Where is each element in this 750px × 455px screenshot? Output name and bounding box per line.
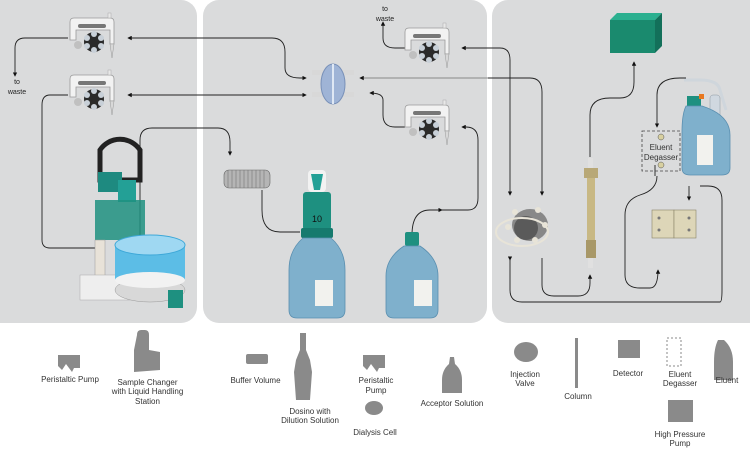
legend-eluent-label: Eluent [715,376,739,385]
legend-eluent-degasser-label-2: Degasser [662,379,698,388]
legend-dialysis-cell-label: Dialysis Cell [353,428,397,437]
legend-eluent-degasser-icon [666,337,682,367]
legend-buffer-volume-icon [246,354,268,364]
legend-detector-icon [618,340,640,358]
legend-sample-changer-label-1: Sample Changer [117,378,178,387]
legend-injection-valve-icon [514,342,538,362]
column [584,158,598,268]
legend-dosino-icon [294,333,312,400]
legend-acceptor-solution-label: Acceptor Solution [420,399,484,408]
legend-hp-pump-label-1: High Pressure [654,430,706,439]
detector-box [610,13,662,53]
legend-column-icon [575,338,578,388]
legend-injection-valve-label-2: Valve [515,379,535,388]
legend-sample-changer-label-2: with Liquid Handling Station [111,387,184,406]
legend-high-pressure-pump-icon [668,400,693,422]
tubing-lines-panel1 [12,35,200,249]
buffer-volume-coil [223,169,271,189]
dialysis-cell [312,63,354,105]
legend-peristaltic-pump-label: Peristaltic Pump [41,375,99,384]
acceptor-solution-bottle [385,232,439,319]
legend-acceptor-solution-icon [442,357,462,393]
sample-changer [79,136,186,308]
legend-dosino-label-1: Dosino with [289,407,331,416]
legend-dosino-label-2: Dilution Solution [281,416,339,425]
to-waste-label-left: to waste [7,79,27,96]
legend-injection-valve-label-1: Injection [510,370,540,379]
legend-buffer-volume-label: Buffer Volume [230,376,281,385]
legend-hp-pump-label-2: Pump [669,439,691,448]
legend-sample-changer-icon [134,330,160,372]
dosino-bottle [288,170,346,319]
legend-peristaltic-pump-icon [58,355,80,372]
legend-dialysis-cell-icon [365,401,383,415]
eluent-degasser-label: Eluent Degasser [643,143,679,162]
high-pressure-pump [651,209,697,239]
dosino-number: 10 [311,214,322,224]
legend-peristaltic-pump-2-icon [363,355,385,372]
injection-valve [495,207,549,247]
legend-eluent-degasser-label-1: Eluent [668,370,692,379]
legend-column-label: Column [564,392,592,401]
to-waste-label-mid: to waste [375,6,395,23]
tubing-lines-panel2 [200,21,488,236]
legend-detector-label: Detector [612,369,644,378]
eluent-bottle [681,78,731,176]
legend-peristaltic-pump-2-label: Peristaltic Pump [358,376,394,395]
tubing-lines-panel3 [488,47,723,303]
eluent-degasser [641,130,681,172]
legend-eluent-icon [714,340,733,380]
